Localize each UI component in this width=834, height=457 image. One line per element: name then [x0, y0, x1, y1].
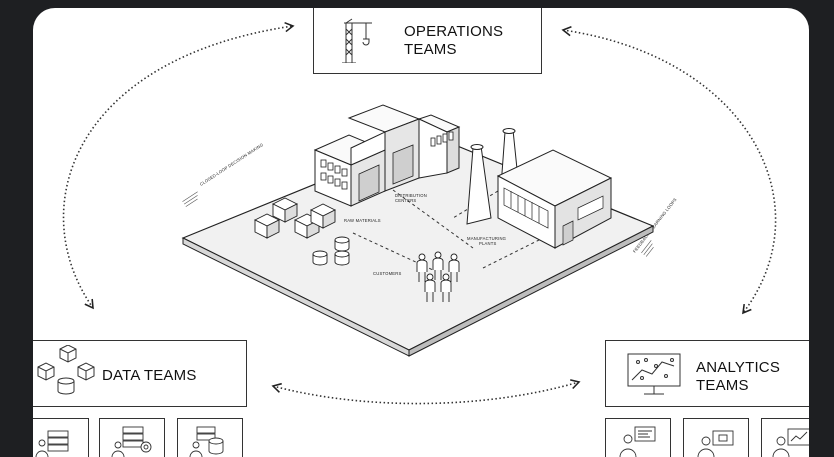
operations-teams-title-line2: TEAMS — [404, 41, 457, 58]
diagram-panel: CLOSED-LOOP DECISION MAKING FEEDBACK / L… — [33, 8, 809, 457]
raw-materials-label: RAW MATERIALS — [344, 218, 381, 223]
customers-group — [416, 251, 460, 302]
server-gear-icon — [111, 426, 152, 457]
left-loop-label: CLOSED-LOOP DECISION MAKING — [182, 142, 264, 207]
crane-icon — [342, 18, 372, 63]
operations-teams-title-line1: OPERATIONS — [404, 23, 504, 40]
analytics-team-card-3 — [761, 418, 809, 457]
analytics-teams-title-line1: ANALYTICS — [696, 359, 781, 376]
distribution-centers-label-1: DISTRIBUTION — [395, 193, 427, 198]
data-team-card-2 — [99, 418, 165, 457]
data-teams-title: DATA TEAMS — [102, 367, 197, 384]
analytics-team-card-1 — [605, 418, 671, 457]
arrow-operations-to-analytics — [561, 25, 777, 315]
raw-materials — [253, 197, 350, 266]
analytics-teams-box: ANALYTICS TEAMS — [605, 340, 809, 407]
data-team-card-1 — [33, 418, 89, 457]
distribution-warehouse — [313, 104, 461, 207]
svg-text:CLOSED-LOOP DECISION MAKING: CLOSED-LOOP DECISION MAKING — [199, 142, 264, 187]
distribution-centers-label-2: CENTERS — [395, 198, 416, 203]
manufacturing-plants-label-2: PLANTS — [479, 241, 497, 246]
customers-label: CUSTOMERS — [373, 271, 401, 276]
data-teams-box: DATA TEAMS — [33, 340, 247, 407]
manufacturing-plants-label-1: MANUFACTURING — [467, 236, 506, 241]
analytics-monitor-icon — [627, 353, 681, 395]
arrow-data-to-analytics — [271, 379, 581, 405]
manufacturing-plant — [466, 128, 613, 249]
analyst-report-icon — [619, 426, 656, 457]
arrow-data-to-operations — [62, 21, 295, 310]
database-stack-icon — [189, 426, 224, 457]
diagram-canvas: CLOSED-LOOP DECISION MAKING FEEDBACK / L… — [62, 21, 777, 405]
analytics-teams-title-line2: TEAMS — [696, 377, 749, 394]
analyst-chart-icon — [772, 428, 809, 457]
server-person-icon — [35, 430, 69, 457]
database-cubes-icon — [37, 345, 95, 395]
operations-teams-box: OPERATIONS TEAMS — [313, 8, 542, 74]
analyst-dashboard-icon — [697, 430, 734, 457]
data-team-card-3 — [177, 418, 243, 457]
analytics-team-card-2 — [683, 418, 749, 457]
